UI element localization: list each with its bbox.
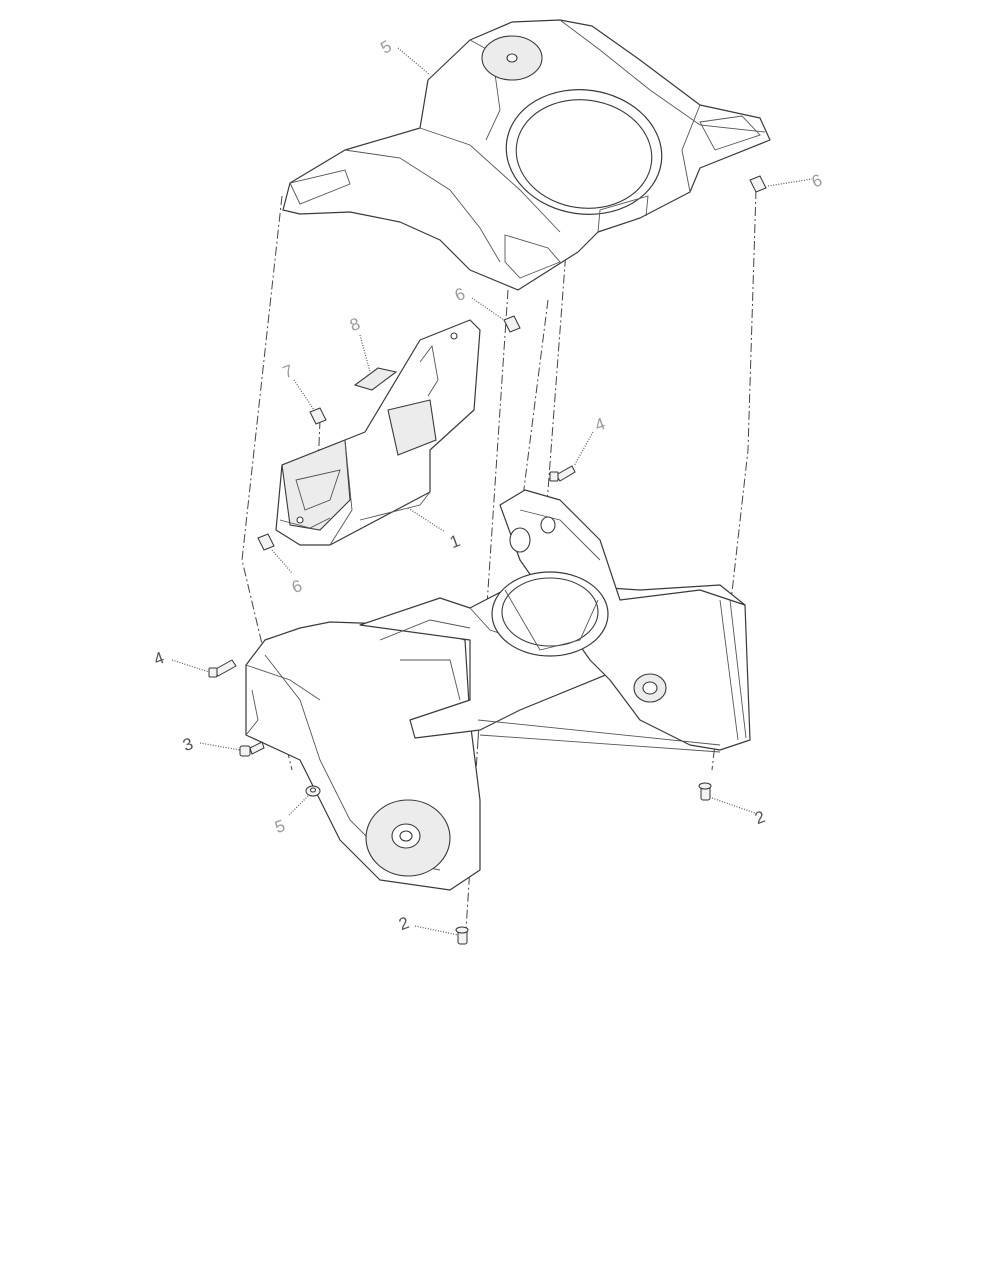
clip-6-left xyxy=(257,533,275,551)
decal-part-8 xyxy=(353,367,398,391)
callout-5-left: 5 xyxy=(272,816,287,837)
clip-6-mid xyxy=(503,315,521,333)
callout-3: 3 xyxy=(180,734,195,755)
callout-8: 8 xyxy=(347,314,362,335)
callout-1: 1 xyxy=(447,531,462,552)
nut-5 xyxy=(305,785,321,797)
bolt-2-bottom xyxy=(455,926,469,945)
screw-3 xyxy=(239,741,265,757)
screw-4-left xyxy=(208,659,237,678)
clip-6-top-right xyxy=(749,175,767,193)
callout-6-top-right: 6 xyxy=(809,170,824,191)
callout-leaders xyxy=(171,47,813,936)
callout-7: 7 xyxy=(280,361,295,382)
callout-2-bottom: 2 xyxy=(396,913,411,934)
auger-housing-frame xyxy=(245,489,751,891)
callout-4-left: 4 xyxy=(151,648,166,669)
bolt-2-right xyxy=(698,782,712,801)
callout-2-right: 2 xyxy=(752,807,767,828)
upper-shroud-part-5 xyxy=(282,19,771,291)
clip-7 xyxy=(309,407,327,425)
callout-6-mid: 6 xyxy=(452,284,467,305)
screw-4-right xyxy=(549,465,576,482)
fasteners xyxy=(208,175,767,945)
callout-5-top: 5 xyxy=(377,36,395,57)
callout-4-right: 4 xyxy=(592,414,607,435)
chute-plate-part-1 xyxy=(275,319,481,546)
callout-6-left: 6 xyxy=(289,576,304,597)
